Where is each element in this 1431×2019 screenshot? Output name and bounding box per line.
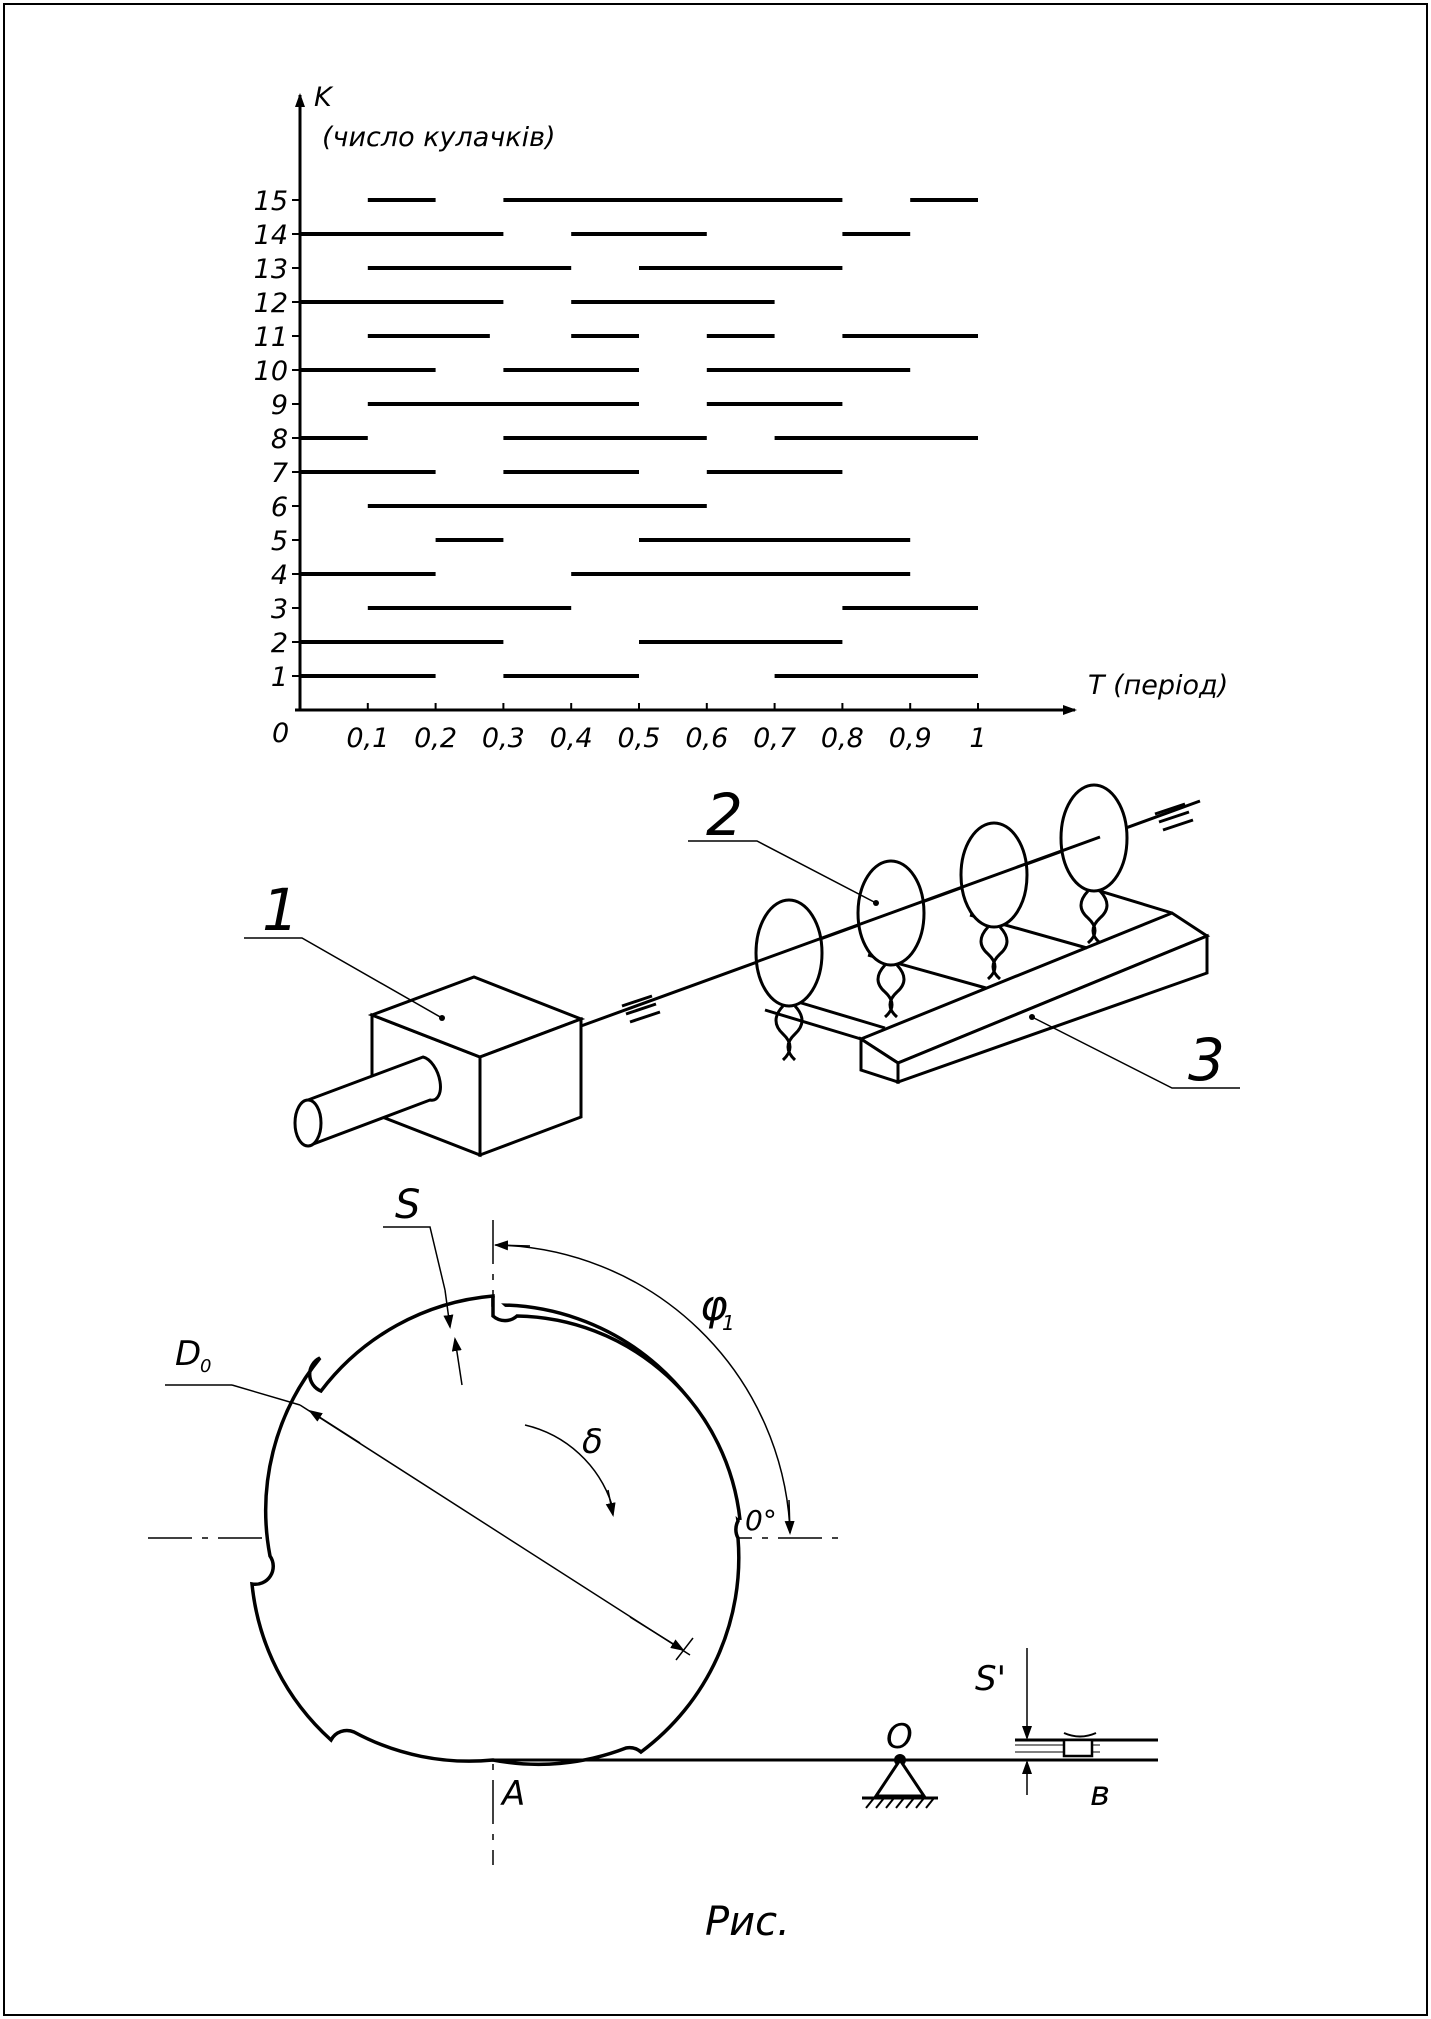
x-tick-label: 0,5	[618, 723, 661, 754]
x-tick-label: 0,9	[889, 723, 932, 754]
y-tick-label: 11	[254, 322, 288, 353]
input-shaft-end	[293, 1098, 323, 1148]
coupling-marks-left	[621, 994, 661, 1024]
leader-3	[1031, 1016, 1240, 1089]
diameter-leader-link	[231, 1384, 301, 1406]
x-tick-label: 0,6	[685, 723, 728, 754]
y-tick-label: 10	[254, 356, 288, 387]
x-tick-group: 0,1 0,2 0,3 0,4 0,5 0,6 0,7 0,8 0,9 1	[346, 703, 987, 754]
callout-3: 3	[1188, 1026, 1225, 1094]
label-phi-sub: 1	[722, 1311, 735, 1335]
callout-1: 1	[262, 876, 299, 944]
origin-label: 0	[272, 718, 289, 749]
label-b: в	[1090, 1774, 1110, 1814]
y-tick-label: 14	[254, 220, 288, 251]
label-O: O	[886, 1717, 913, 1757]
phi-arrow-top	[494, 1240, 531, 1251]
x-tick-label: 0,8	[821, 723, 864, 754]
y-tick-label: 12	[254, 288, 288, 319]
x-tick-label: 0,7	[753, 723, 796, 754]
cam-disc-4	[1059, 783, 1129, 945]
leader-1	[244, 937, 443, 1019]
S-arrow-lower	[451, 1337, 463, 1386]
y-tick-label: 13	[254, 254, 288, 285]
diameter-line	[299, 1404, 691, 1656]
callout-2: 2	[706, 781, 743, 849]
x-tick-label: 0,2	[414, 723, 457, 754]
cam-disc-3	[959, 821, 1029, 981]
y-tick-label: 4	[271, 560, 288, 591]
rail-side	[896, 933, 1209, 1085]
label-zero-degree: 0°	[745, 1504, 777, 1537]
figure-caption: Рис.	[705, 1899, 790, 1945]
sheet-frame	[3, 3, 1428, 2016]
cam-top-notch	[491, 1296, 742, 1521]
diameter-arrow-upper	[308, 1409, 361, 1444]
coupling-marks-right	[1154, 802, 1194, 832]
x-tick-label: 0,4	[550, 723, 593, 754]
y-tick-label: 7	[271, 458, 288, 489]
base-edge	[764, 1008, 862, 1041]
delta-arc	[524, 1424, 613, 1506]
cam-disc-2	[856, 859, 926, 1019]
cam-profile-drawing: D 0 S φ 1 δ 0° A O	[148, 1182, 1158, 1865]
y-axis-title: K	[314, 82, 334, 113]
y-tick-label: 5	[271, 526, 288, 557]
y-tick-label: 6	[271, 492, 288, 523]
delta-arrow	[605, 1489, 616, 1517]
x-axis-title: T (період)	[1088, 670, 1228, 701]
y-tick-label: 15	[254, 186, 288, 217]
phi-arrow-bottom	[784, 1499, 795, 1535]
S-arrow	[443, 1289, 454, 1329]
pivot-support	[873, 1757, 927, 1798]
x-tick-label: 0,3	[482, 723, 525, 754]
contact-block	[1062, 1738, 1094, 1758]
gearbox-side-face	[478, 1016, 583, 1158]
y-tick-label: 1	[271, 662, 288, 693]
label-A: A	[500, 1774, 525, 1814]
x-tick-label: 1	[969, 723, 986, 754]
phi-arc	[494, 1244, 791, 1531]
label-delta: δ	[582, 1422, 603, 1462]
cam-disc-1	[754, 898, 824, 1062]
diameter-tick	[675, 1637, 694, 1661]
y-axis-note: (число кулачків)	[322, 122, 556, 153]
diameter-arrow-lower	[629, 1616, 685, 1652]
label-D0-sub: 0	[200, 1356, 211, 1377]
label-S: S	[395, 1182, 420, 1228]
input-shaft	[307, 1055, 442, 1148]
cam-shaft-assembly: 1 2 3	[244, 781, 1240, 1158]
label-S-prime: S'	[975, 1659, 1006, 1699]
y-tick-label: 3	[271, 594, 288, 625]
segment-group	[300, 198, 978, 678]
label-phi: φ	[700, 1281, 728, 1330]
y-tick-label: 9	[271, 390, 288, 421]
y-tick-label: 2	[271, 628, 288, 659]
camshaft-front	[755, 835, 1101, 964]
contact-tip	[1063, 1732, 1097, 1738]
x-tick-label: 0,1	[346, 723, 389, 754]
y-tick-label: 8	[271, 424, 288, 455]
S-leader	[383, 1226, 446, 1291]
leader-2	[688, 840, 877, 904]
label-D0: D	[175, 1334, 201, 1374]
pivot-hatch	[865, 1797, 935, 1809]
cam-timing-chart: K (число кулачків) T (період) 0 12345678…	[254, 82, 1229, 754]
